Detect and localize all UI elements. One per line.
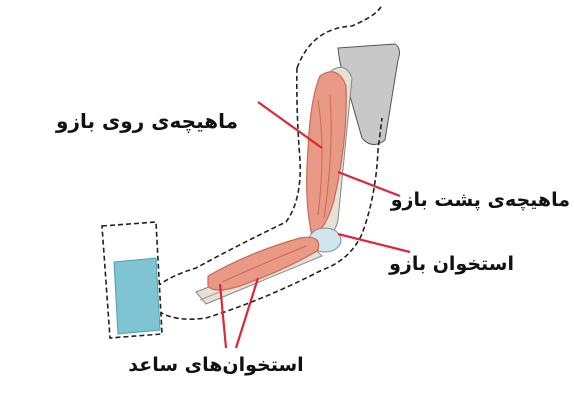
label-forearm-bones: استخوان‌های ساعد xyxy=(114,356,318,375)
label-triceps: ماهیچه‌ی پشت بازو xyxy=(352,191,570,210)
cup-liquid xyxy=(114,258,160,334)
label-humerus: استخوان بازو xyxy=(346,255,514,274)
arrow-humerus xyxy=(338,234,410,252)
label-biceps: ماهیچه‌ی روی بازو xyxy=(6,111,238,131)
biceps-muscle xyxy=(307,72,347,236)
